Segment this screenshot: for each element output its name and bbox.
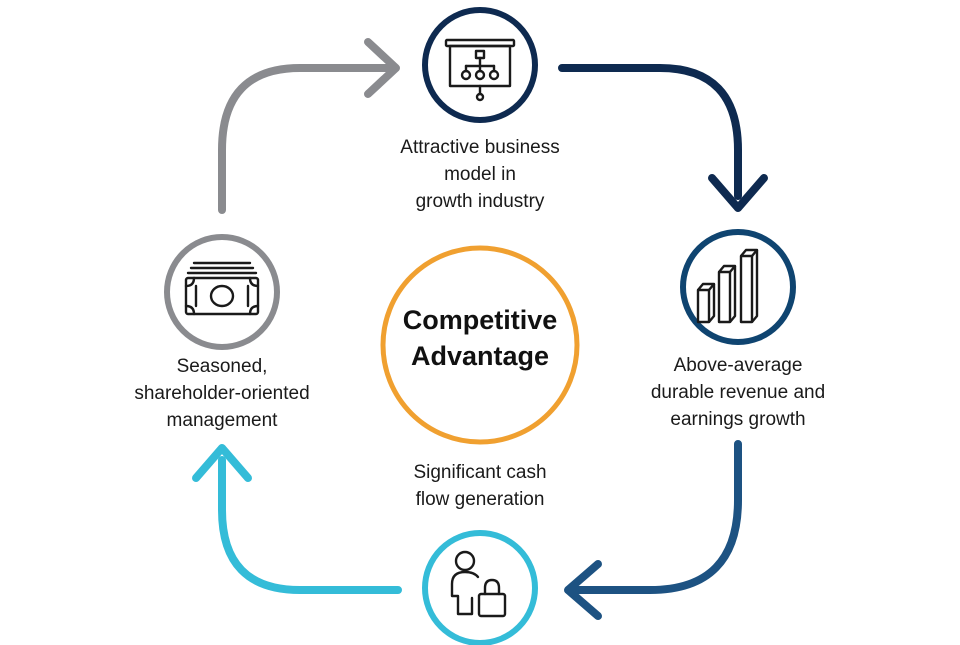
arrow-right-to-bottom [564, 440, 742, 620]
label-line: flow generation [415, 489, 545, 510]
label-line: Attractive business [400, 137, 560, 158]
center-circle [380, 245, 580, 445]
node-circle-right [680, 229, 796, 345]
center-title-line-1: Competitive [402, 305, 558, 335]
bar-chart-icon [696, 248, 759, 324]
node-label-management: Seasoned, shareholder-oriented managemen… [112, 353, 332, 434]
label-line: Significant cash [413, 462, 547, 483]
node-label-revenue-growth: Above-average durable revenue and earnin… [628, 352, 848, 433]
label-line: shareholder-oriented [134, 383, 310, 404]
center-title-line-2: Advantage [410, 341, 550, 371]
node-label-cash-flow: Significant cash flow generation [380, 459, 580, 513]
arrow-left-to-top [218, 38, 400, 214]
shopper-bag-icon [450, 550, 507, 618]
center-title: Competitive Advantage [380, 302, 580, 374]
node-circle-bottom [422, 530, 538, 645]
node-management [164, 234, 280, 350]
node-revenue-growth [680, 229, 796, 345]
node-business-model [422, 7, 538, 123]
label-line: management [166, 410, 278, 431]
label-line: Above-average [673, 355, 803, 376]
node-cash-flow [422, 530, 538, 645]
label-line: durable revenue and [650, 382, 826, 403]
node-label-business-model: Attractive business model in growth indu… [380, 134, 580, 215]
label-line: Seasoned, [176, 356, 268, 377]
arrow-top-to-right [558, 64, 768, 212]
label-line: earnings growth [670, 409, 806, 430]
arrow-bottom-to-left [192, 444, 402, 594]
presentation-board-icon [444, 38, 516, 102]
cash-stack-icon [184, 261, 260, 316]
node-circle-left [164, 234, 280, 350]
label-line: model in [444, 164, 516, 185]
label-line: growth industry [415, 191, 545, 212]
